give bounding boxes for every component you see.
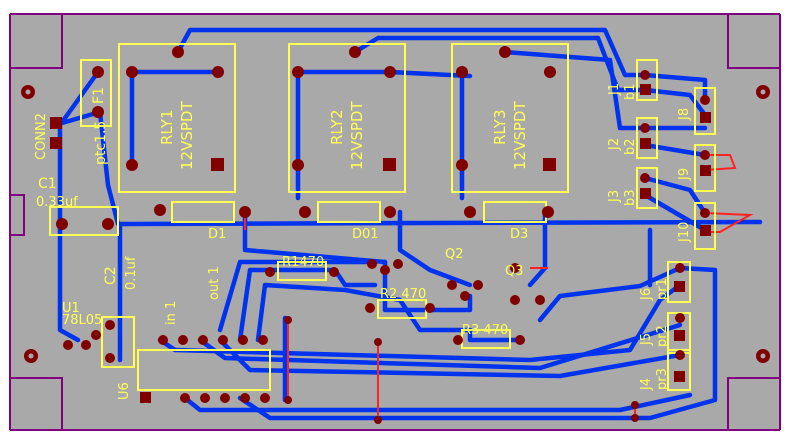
r1-label: R1470 [282, 255, 324, 270]
d2-label: D01 [352, 227, 379, 242]
j8-ref: J8 [677, 108, 692, 121]
d3-label: D3 [510, 227, 528, 242]
relay-outlines [49, 43, 716, 391]
conn-ref: CONN2 [34, 113, 49, 160]
c2-ref: C2 [103, 266, 119, 285]
c1-ref: C1 [38, 176, 57, 192]
r3-label: R3 470 [462, 323, 508, 338]
d1-label: D1 [208, 227, 226, 242]
j5-ref: J5 [639, 333, 654, 346]
relay-2-type: 12VSPDT [348, 101, 366, 170]
c2-value: 0.1uf [124, 256, 139, 290]
j3-name: b3 [623, 189, 638, 206]
j4-ref: J4 [639, 378, 654, 391]
relay-1-type: 12VSPDT [178, 101, 196, 170]
round-pads [56, 46, 710, 403]
q2-label: Q2 [445, 247, 464, 262]
r2-label: R2 470 [380, 287, 426, 302]
u1-ref: U1 [62, 301, 80, 316]
in1-label: in 1 [164, 301, 179, 325]
j6-name: pr1 [655, 278, 670, 300]
fuse-value: ptc1.5 [93, 121, 109, 165]
mounting-corners [9, 14, 780, 430]
q3-label: Q3 [505, 264, 524, 279]
out1-label: out 1 [207, 266, 222, 300]
relay-1-ref: RLY1 [158, 110, 176, 146]
j1-name: b1 [623, 83, 638, 100]
j6-ref: J6 [639, 288, 654, 301]
mounting-holes [21, 85, 770, 363]
j5-name: pr2 [655, 325, 670, 347]
j10-ref: J10 [677, 222, 692, 243]
vias [284, 316, 639, 424]
j9-ref: J9 [677, 168, 692, 181]
j3-ref: J3 [607, 190, 622, 203]
c1-value: 0.33uf [36, 195, 78, 210]
fuse-ref: F1 [91, 87, 107, 104]
relay-3-type: 12VSPDT [511, 101, 529, 170]
j1-ref: J1 [607, 83, 622, 96]
j2-name: b2 [623, 138, 638, 155]
u1-value: 78L05 [62, 313, 102, 328]
j4-name: pr3 [655, 368, 670, 390]
relay-3-ref: RLY3 [491, 110, 509, 146]
relay-2-ref: RLY2 [328, 110, 346, 146]
square-pads [50, 84, 711, 403]
u6-ref: U6 [117, 382, 132, 400]
j2-ref: J2 [607, 138, 622, 151]
